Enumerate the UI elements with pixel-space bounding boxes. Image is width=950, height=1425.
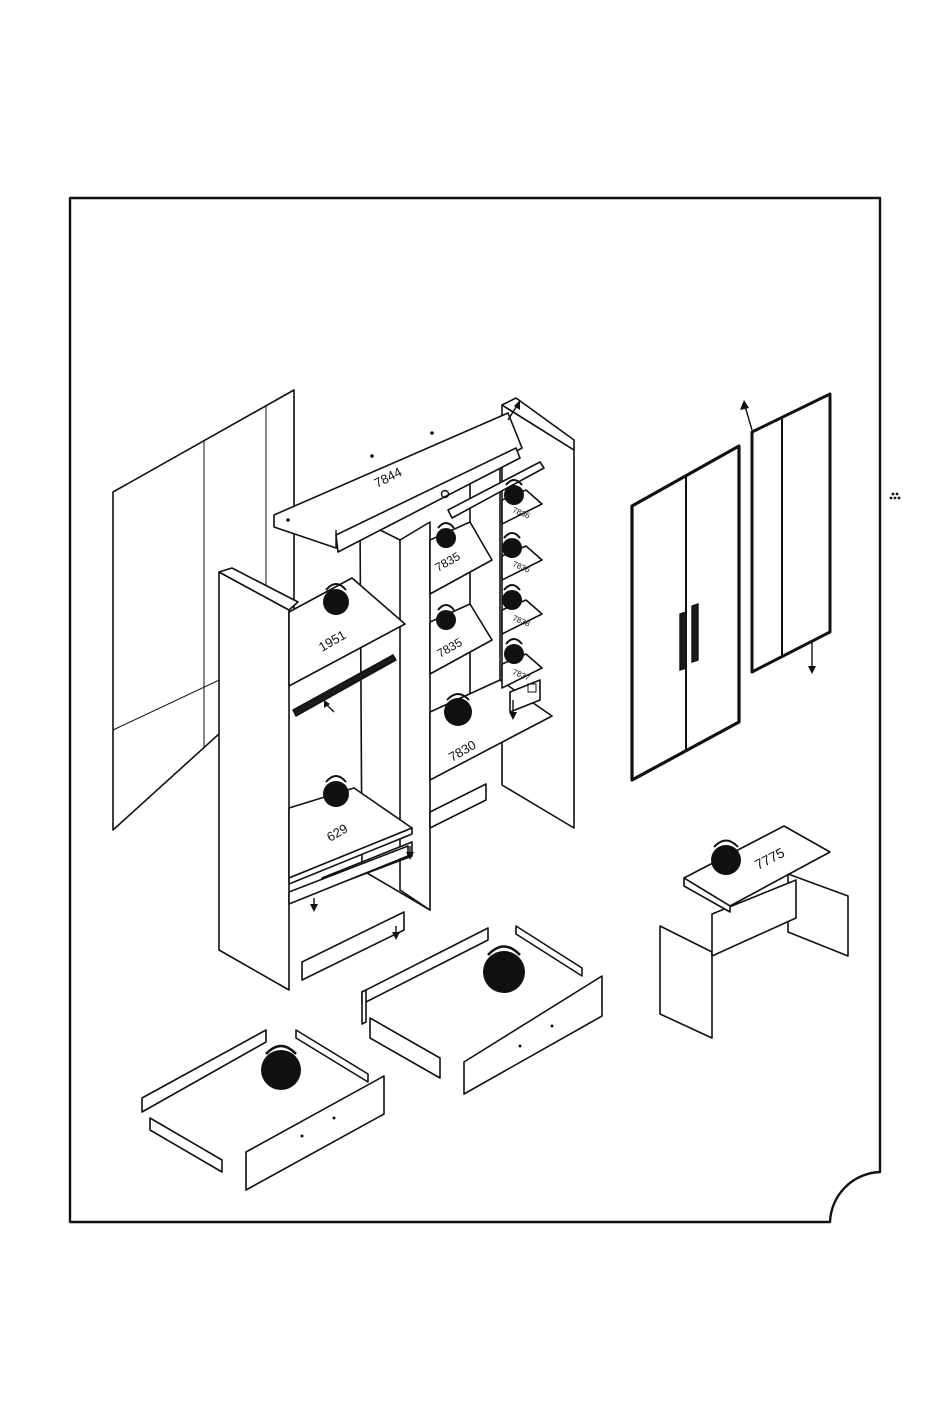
dowel-hole [519, 1045, 522, 1048]
dowel-hole [301, 1135, 304, 1138]
dowel-hole [370, 454, 374, 458]
weight-marker [444, 694, 472, 726]
dowel-hole [430, 431, 434, 435]
left-side-panel [219, 568, 298, 990]
double-door [632, 446, 739, 780]
door-handle-left [680, 612, 686, 670]
weight-marker [711, 841, 741, 876]
weight-marker [261, 1046, 301, 1090]
dowel-hole [551, 1025, 554, 1028]
door-handle-right [692, 604, 698, 662]
side-door [752, 394, 830, 672]
dowel-hole [286, 518, 290, 522]
dowel-hole [333, 1117, 336, 1120]
screw-pack-icon [890, 493, 901, 500]
weight-marker [483, 947, 525, 994]
